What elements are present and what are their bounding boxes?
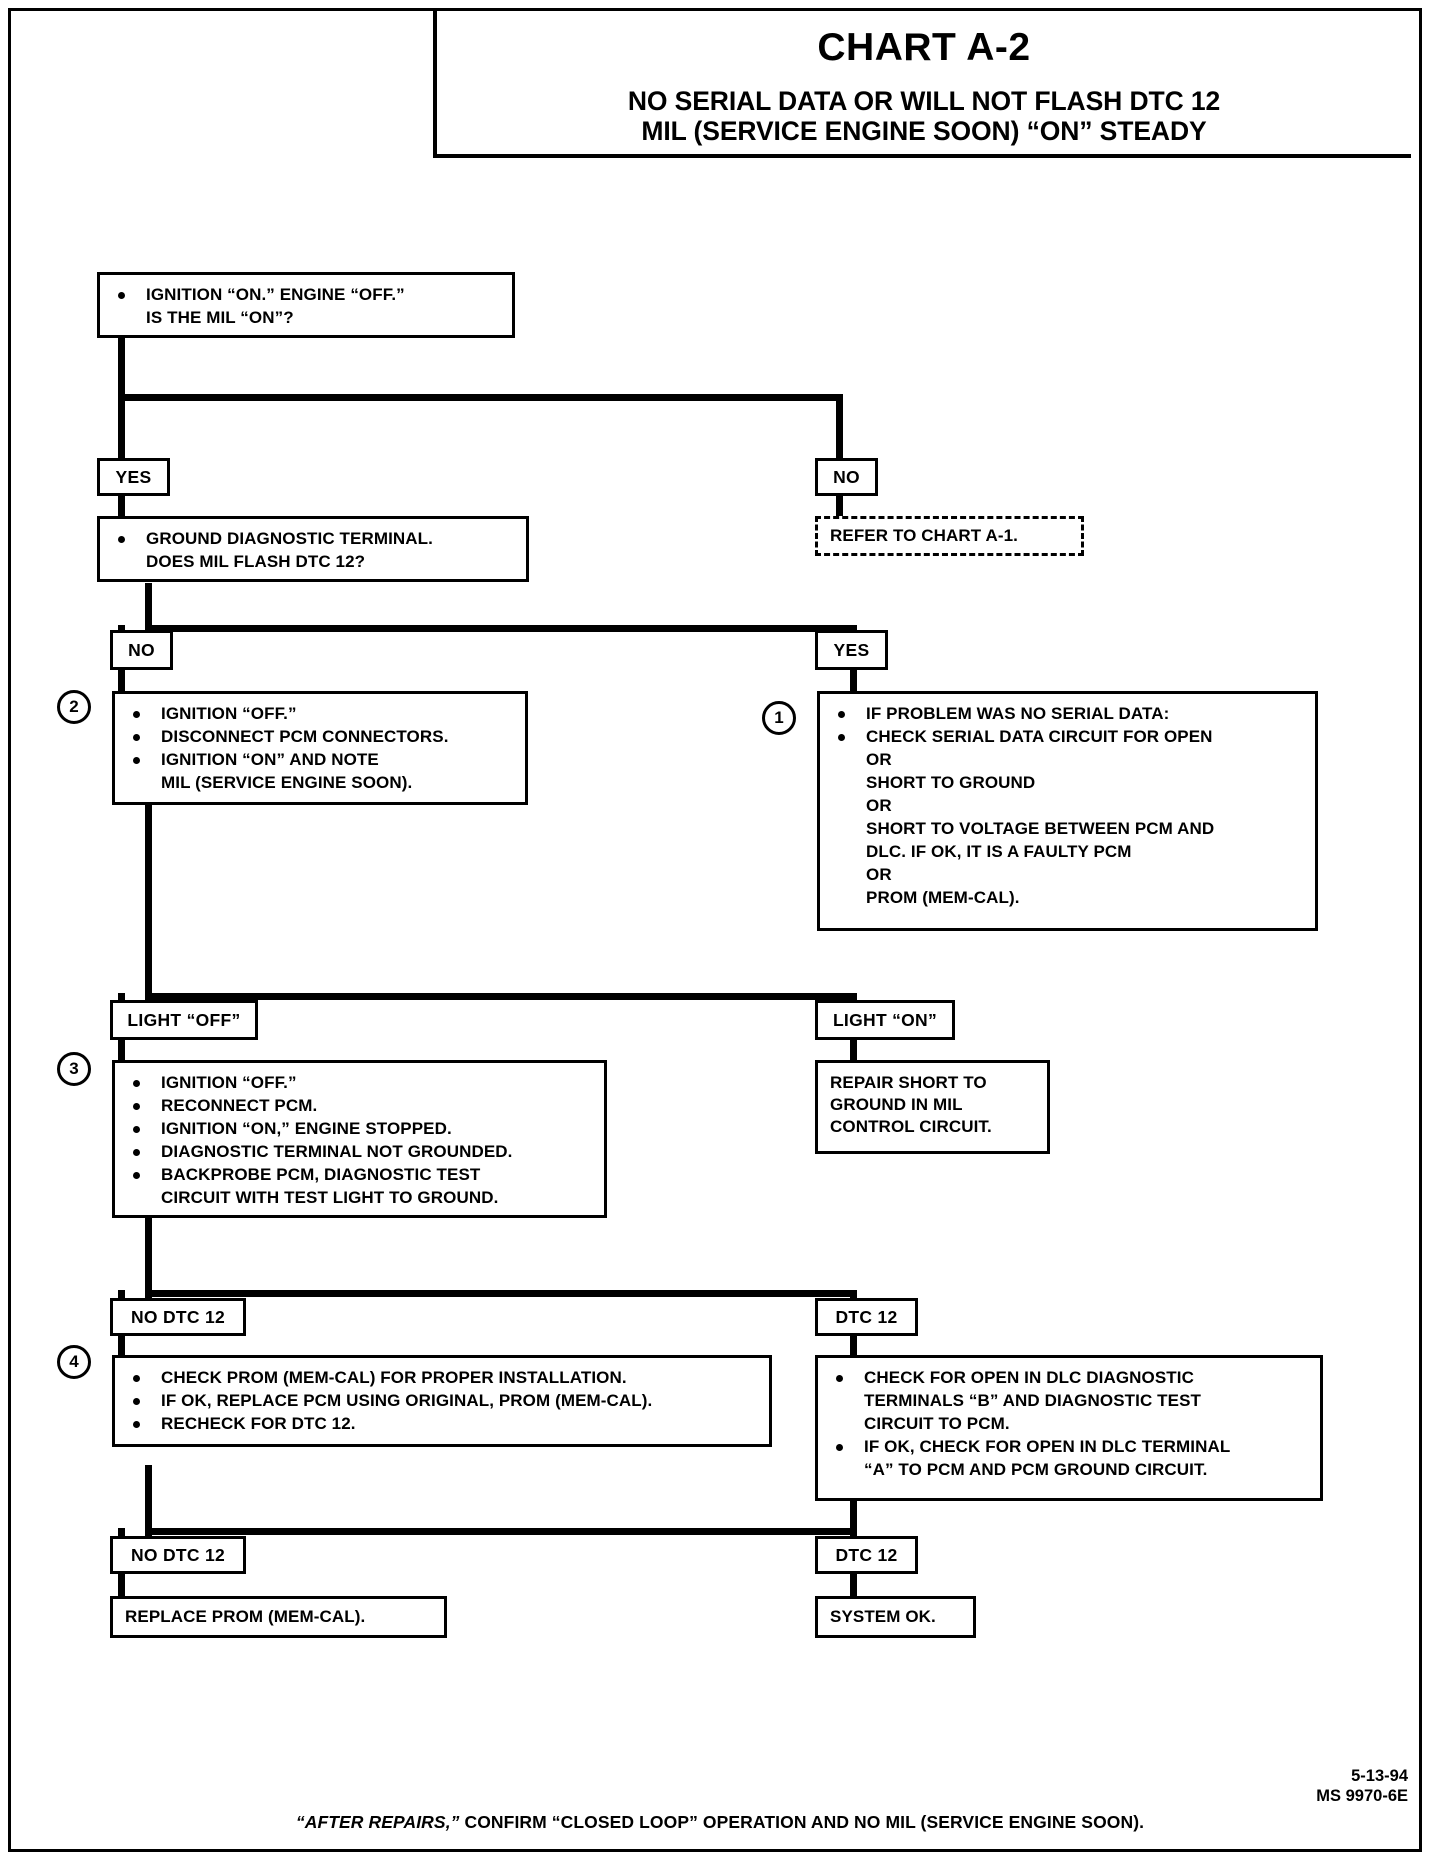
step-marker-1: 1 <box>762 701 796 735</box>
connector-step2-down <box>145 805 152 1000</box>
step-marker-3: 3 <box>57 1052 91 1086</box>
bullet-item-cont: DLC. IF OK, IT IS A FAULTY PCM <box>866 842 1132 861</box>
bullet-item: BACKPROBE PCM, DIAGNOSTIC TEST <box>127 1164 592 1186</box>
bullet-item-cont: CIRCUIT TO PCM. <box>864 1414 1010 1433</box>
repair-line-1: REPAIR SHORT TO <box>830 1073 987 1092</box>
bullet-item-cont: OR <box>866 865 892 884</box>
connector-dtc12b-down <box>850 1572 857 1598</box>
bullet-item-cont: TERMINALS “B” AND DIAGNOSTIC TEST <box>864 1391 1201 1410</box>
bullet-item-cont: DOES MIL FLASH DTC 12? <box>146 552 366 571</box>
bullet-item-cont: “A” TO PCM AND PCM GROUND CIRCUIT. <box>864 1460 1208 1479</box>
bullet-item: GROUND DIAGNOSTIC TERMINAL. <box>112 528 514 550</box>
node-step-3: IGNITION “OFF.” RECONNECT PCM. IGNITION … <box>112 1060 607 1218</box>
chart-subtitle: NO SERIAL DATA OR WILL NOT FLASH DTC 12 … <box>437 86 1411 146</box>
connector-ground-down <box>145 583 152 631</box>
chart-subtitle-line-2: MIL (SERVICE ENGINE SOON) “ON” STEADY <box>641 116 1207 146</box>
bullet-item: RECONNECT PCM. <box>127 1095 592 1117</box>
bullet-item-cont: SHORT TO VOLTAGE BETWEEN PCM AND <box>866 819 1215 838</box>
bullet-item: CHECK FOR OPEN IN DLC DIAGNOSTIC <box>830 1367 1308 1389</box>
node-step-4: CHECK PROM (MEM-CAL) FOR PROPER INSTALLA… <box>112 1355 772 1447</box>
page-border <box>8 8 1422 1852</box>
bullet-item: IF OK, REPLACE PCM USING ORIGINAL, PROM … <box>127 1390 757 1412</box>
tag-dtc12-b: DTC 12 <box>815 1536 918 1574</box>
connector-start-down <box>118 337 125 397</box>
tag-dtc12-a: DTC 12 <box>815 1298 918 1336</box>
refer-chart-label: REFER TO CHART A-1. <box>830 526 1018 545</box>
bullet-item-cont: OR <box>866 750 892 769</box>
chart-header: CHART A-2 NO SERIAL DATA OR WILL NOT FLA… <box>433 10 1411 158</box>
connector-lighton-down <box>850 1040 857 1068</box>
bullet-item-cont: PROM (MEM-CAL). <box>866 888 1020 907</box>
connector-split-2 <box>145 625 857 632</box>
bullet-item-cont: IS THE MIL “ON”? <box>146 308 294 327</box>
bullet-item: IGNITION “OFF.” <box>127 1072 592 1094</box>
repair-line-3: CONTROL CIRCUIT. <box>830 1117 992 1136</box>
step-marker-2: 2 <box>57 690 91 724</box>
page-title: CHART A-2 <box>817 26 1031 69</box>
system-ok-label: SYSTEM OK. <box>830 1607 936 1626</box>
connector-step3-down <box>145 1218 152 1308</box>
node-refer-to-chart-a1: REFER TO CHART A-1. <box>815 516 1084 556</box>
node-start-question: IGNITION “ON.” ENGINE “OFF.” IS THE MIL … <box>97 272 515 338</box>
tag-no-2: NO <box>110 630 173 670</box>
bullet-item: IGNITION “OFF.” <box>127 703 513 725</box>
connector-split-top <box>118 394 843 401</box>
replace-prom-label: REPLACE PROM (MEM-CAL). <box>125 1607 366 1626</box>
node-replace-prom: REPLACE PROM (MEM-CAL). <box>110 1596 447 1638</box>
bullet-item: IGNITION “ON” AND NOTE <box>127 749 513 771</box>
bullet-item-cont: SHORT TO GROUND <box>866 773 1036 792</box>
node-step-1: IF PROBLEM WAS NO SERIAL DATA: CHECK SER… <box>817 691 1318 931</box>
connector-to-yes-1 <box>118 394 125 459</box>
connector-split-5 <box>145 1528 857 1535</box>
connector-lightoff-down <box>118 1040 125 1068</box>
bullet-item: IGNITION “ON,” ENGINE STOPPED. <box>127 1118 592 1140</box>
node-step-2: IGNITION “OFF.” DISCONNECT PCM CONNECTOR… <box>112 691 528 805</box>
tag-yes-2: YES <box>815 630 888 670</box>
footer-note-rest: CONFIRM “CLOSED LOOP” OPERATION AND NO M… <box>459 1812 1145 1832</box>
connector-no2-down <box>118 669 125 699</box>
connector-nodtc12a-down <box>118 1334 125 1362</box>
tag-yes-1: YES <box>97 458 170 496</box>
connector-dtc12a-down <box>850 1334 857 1362</box>
node-system-ok: SYSTEM OK. <box>815 1596 976 1638</box>
connector-split-3 <box>145 993 857 1000</box>
tag-no-1: NO <box>815 458 878 496</box>
bullet-item: IGNITION “ON.” ENGINE “OFF.” <box>112 284 500 306</box>
bullet-item-cont: OR <box>866 796 892 815</box>
node-repair-short-to-ground: REPAIR SHORT TO GROUND IN MIL CONTROL CI… <box>815 1060 1050 1154</box>
bullet-item: CHECK SERIAL DATA CIRCUIT FOR OPEN <box>832 726 1303 748</box>
tag-no-dtc12-b: NO DTC 12 <box>110 1536 246 1574</box>
connector-step4-down <box>145 1465 152 1550</box>
tag-light-on: LIGHT “ON” <box>815 1000 955 1040</box>
tag-light-off: LIGHT “OFF” <box>110 1000 258 1040</box>
node-ground-diagnostic-terminal: GROUND DIAGNOSTIC TERMINAL. DOES MIL FLA… <box>97 516 529 582</box>
bullet-item-cont: CIRCUIT WITH TEST LIGHT TO GROUND. <box>161 1188 499 1207</box>
connector-to-no-1 <box>836 394 843 459</box>
bullet-item: DISCONNECT PCM CONNECTORS. <box>127 726 513 748</box>
tag-no-dtc12-a: NO DTC 12 <box>110 1298 246 1336</box>
connector-yes1-down <box>118 485 125 517</box>
bullet-item: RECHECK FOR DTC 12. <box>127 1413 757 1435</box>
chart-subtitle-line-1: NO SERIAL DATA OR WILL NOT FLASH DTC 12 <box>627 86 1221 116</box>
bullet-item: CHECK PROM (MEM-CAL) FOR PROPER INSTALLA… <box>127 1367 757 1389</box>
revision-date: 5-13-94 <box>1351 1767 1408 1785</box>
footer-note-emphasis: “AFTER REPAIRS,” <box>295 1812 460 1832</box>
document-code-block: 5-13-94 MS 9970-6E <box>1316 1766 1408 1806</box>
node-check-dlc-open: CHECK FOR OPEN IN DLC DIAGNOSTIC TERMINA… <box>815 1355 1323 1501</box>
connector-split-4 <box>145 1290 857 1297</box>
connector-yes2-down <box>850 669 857 699</box>
bullet-item-cont: MIL (SERVICE ENGINE SOON). <box>161 773 413 792</box>
bullet-item: DIAGNOSTIC TERMINAL NOT GROUNDED. <box>127 1141 592 1163</box>
connector-checkdlc-down <box>850 1500 857 1528</box>
repair-line-2: GROUND IN MIL <box>830 1095 963 1114</box>
connector-nodtc12b-down <box>118 1572 125 1598</box>
step-marker-4: 4 <box>57 1345 91 1379</box>
connector-no1-down <box>836 485 843 517</box>
bullet-item: IF OK, CHECK FOR OPEN IN DLC TERMINAL <box>830 1436 1308 1458</box>
bullet-item: IF PROBLEM WAS NO SERIAL DATA: <box>832 703 1303 725</box>
footer-note: “AFTER REPAIRS,” CONFIRM “CLOSED LOOP” O… <box>0 1812 1440 1833</box>
document-number: MS 9970-6E <box>1316 1787 1408 1805</box>
